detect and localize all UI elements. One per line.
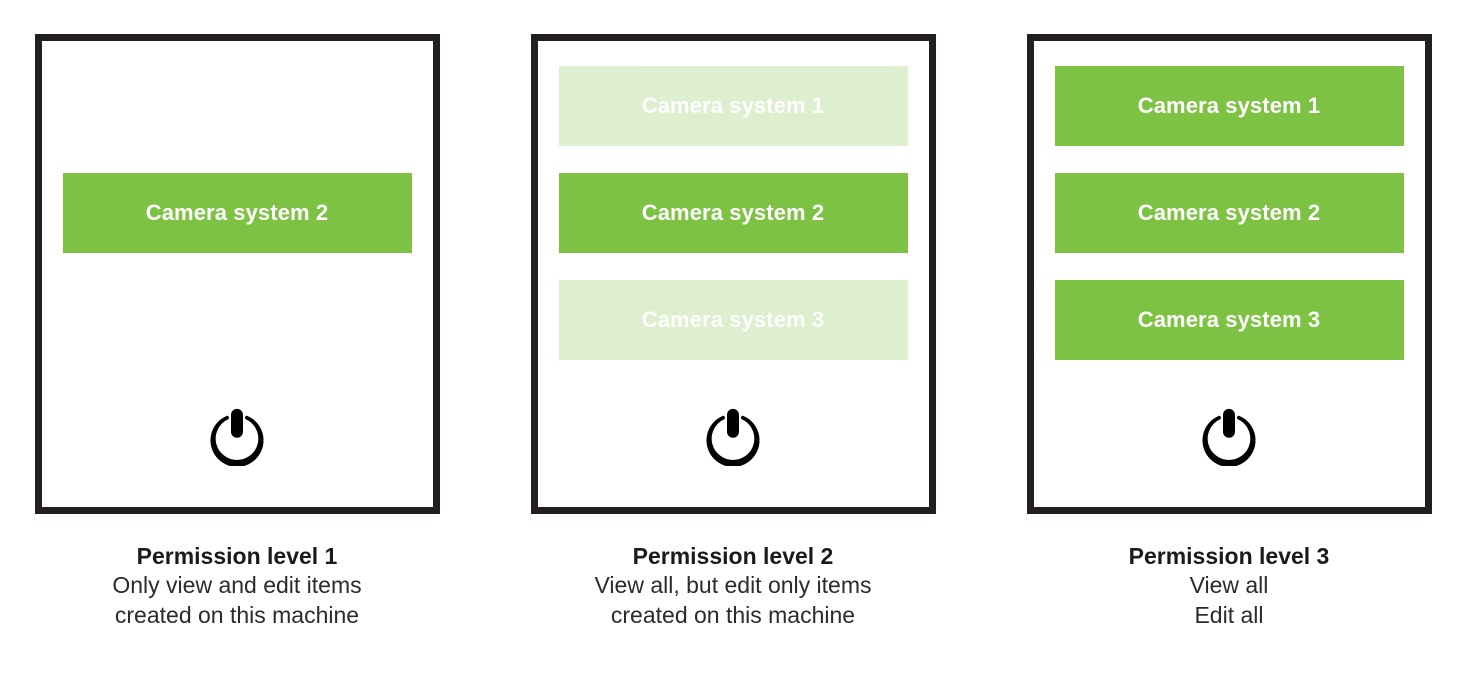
permission-level-column-1: Camera system 1 Camera system 2 Camera s… <box>34 34 440 630</box>
power-icon <box>210 408 264 466</box>
caption-line: Only view and edit items <box>112 572 362 599</box>
camera-system-bar-faded[interactable]: Camera system 1 <box>558 66 908 146</box>
camera-system-list-3: Camera system 1 Camera system 2 Camera s… <box>1054 66 1404 360</box>
permission-level-column-2: Camera system 1 Camera system 2 Camera s… <box>530 34 936 630</box>
camera-system-bar-active[interactable]: Camera system 2 <box>62 173 412 253</box>
panel-caption-2: Permission level 2 View all, but edit on… <box>595 542 872 630</box>
device-panel-1: Camera system 1 Camera system 2 Camera s… <box>34 34 440 514</box>
device-panel-3: Camera system 1 Camera system 2 Camera s… <box>1026 34 1432 514</box>
power-icon <box>1202 408 1256 466</box>
caption-title: Permission level 2 <box>632 543 834 569</box>
camera-system-list-2: Camera system 1 Camera system 2 Camera s… <box>558 66 908 360</box>
caption-line: Edit all <box>1194 601 1264 628</box>
caption-line: View all <box>1189 572 1269 599</box>
device-panel-2: Camera system 1 Camera system 2 Camera s… <box>530 34 936 514</box>
power-icon <box>706 408 760 466</box>
panel-caption-1: Permission level 1 Only view and edit it… <box>112 542 361 630</box>
caption-line: created on this machine <box>114 601 360 628</box>
caption-line: created on this machine <box>610 601 856 628</box>
panel-caption-3: Permission level 3 View all Edit all <box>1129 542 1330 630</box>
camera-system-bar-faded[interactable]: Camera system 3 <box>558 280 908 360</box>
power-icon-wrapper <box>538 404 929 466</box>
caption-line: View all, but edit only items <box>594 572 872 599</box>
camera-system-bar-active[interactable]: Camera system 2 <box>558 173 908 253</box>
camera-system-bar-active[interactable]: Camera system 2 <box>1054 173 1404 253</box>
permission-level-column-3: Camera system 1 Camera system 2 Camera s… <box>1026 34 1432 630</box>
power-icon-wrapper <box>1034 404 1425 466</box>
caption-title: Permission level 1 <box>136 543 338 569</box>
camera-system-bar-active[interactable]: Camera system 1 <box>1054 66 1404 146</box>
camera-system-bar-active[interactable]: Camera system 3 <box>1054 280 1404 360</box>
camera-system-list-1: Camera system 1 Camera system 2 Camera s… <box>62 66 412 360</box>
power-icon-wrapper <box>42 404 433 466</box>
caption-title: Permission level 3 <box>1128 543 1330 569</box>
